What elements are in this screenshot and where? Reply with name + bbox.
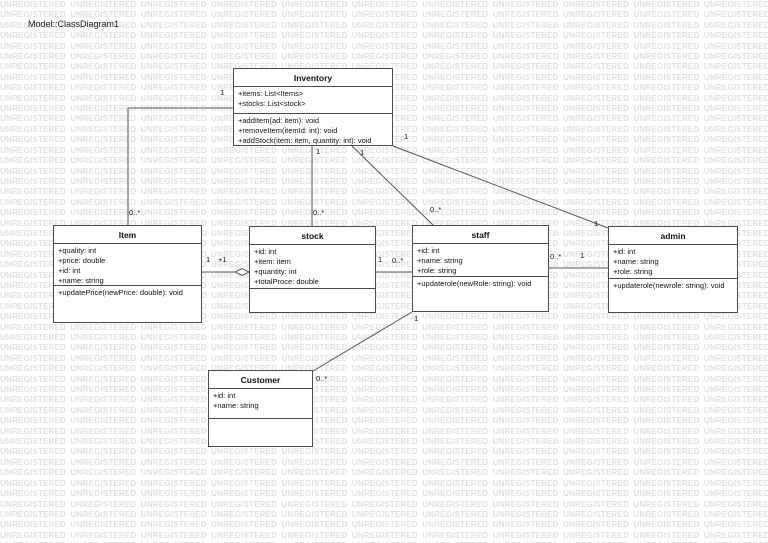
class-attributes: +id: int+name: string+role: string: [609, 244, 737, 278]
class-member: +role: string: [417, 266, 457, 275]
class-member: +id: int: [254, 247, 277, 256]
class-title: staff: [471, 229, 490, 240]
class-box-item[interactable]: Item+quality: int+price: double+id: int+…: [53, 225, 202, 323]
class-attributes: +items: List<Items>+stocks: List<stock>: [234, 86, 392, 113]
class-member: +updaterole(newRole: string): void: [417, 279, 532, 288]
class-title: Customer: [240, 374, 281, 385]
class-methods: +updaterole(newrole: string): void: [609, 278, 737, 312]
class-attributes: +quality: int+price: double+id: int+name…: [54, 243, 201, 285]
class-member: +id: int: [613, 247, 636, 256]
aggregation-diamond-icon: [233, 267, 251, 277]
connector-staff-customer[interactable]: [312, 311, 413, 372]
class-member: +removeItem(itemId: int): void: [238, 126, 338, 135]
class-member: +name: string: [417, 256, 463, 265]
class-member: +quality: int: [58, 246, 97, 255]
class-member: +item: item: [254, 257, 291, 266]
page-title: Model::ClassDiagram1: [28, 19, 120, 29]
class-member: +id: int: [417, 246, 440, 255]
class-title: admin: [660, 230, 686, 241]
class-methods: +updatePrice(newPrice: double): void: [54, 285, 201, 322]
class-title: Item: [118, 229, 137, 240]
class-methods: +addItem(ad: item): void+removeItem(item…: [234, 113, 392, 145]
class-member: +items: List<Items>: [238, 89, 304, 98]
class-box-admin[interactable]: admin+id: int+name: string+role: string+…: [608, 226, 738, 313]
class-methods: +updaterole(newRole: string): void: [413, 276, 548, 311]
class-title: Inventory: [293, 72, 333, 83]
class-box-stock[interactable]: stock +id: int+item: item+quantity: int+t…: [249, 226, 376, 313]
class-box-customer[interactable]: Customer +id: int+name: string: [208, 370, 313, 447]
class-methods: [250, 288, 375, 312]
class-member: +role: string: [613, 267, 653, 276]
class-member: +addStock(item: item, quantity: int): vo…: [238, 136, 372, 145]
class-member: +id: int: [213, 391, 236, 400]
class-attributes: +id: int+name: string+role: string: [413, 243, 548, 276]
class-member: +totalProce: double: [254, 277, 319, 286]
class-attributes: +id: int+name: string: [209, 388, 312, 418]
class-member: +addItem(ad: item): void: [238, 116, 320, 125]
class-title: stock: [301, 230, 324, 241]
class-attributes: +id: int+item: item+quantity: int+totalP…: [250, 244, 375, 288]
class-member: +name: string: [213, 401, 259, 410]
connector-inventory-item[interactable]: [127, 107, 233, 225]
class-member: +stocks: List<stock>: [238, 99, 306, 108]
connector-inventory-staff[interactable]: [351, 145, 434, 226]
connector-inventory-admin[interactable]: [392, 145, 609, 229]
class-member: +quantity: int: [254, 267, 297, 276]
class-box-inventory[interactable]: Inventory +items: List<Items>+stocks: Lis…: [233, 68, 393, 146]
class-box-staff[interactable]: staff+id: int+name: string+role: string+…: [412, 225, 549, 312]
class-methods: [209, 418, 312, 446]
class-member: +updatePrice(newPrice: double): void: [58, 288, 183, 297]
class-member: +id: int: [58, 266, 81, 275]
class-member: +name: string: [613, 257, 659, 266]
class-member: +price: double: [58, 256, 106, 265]
class-member: +updaterole(newrole: string): void: [613, 281, 725, 290]
class-member: +name: string: [58, 276, 104, 285]
